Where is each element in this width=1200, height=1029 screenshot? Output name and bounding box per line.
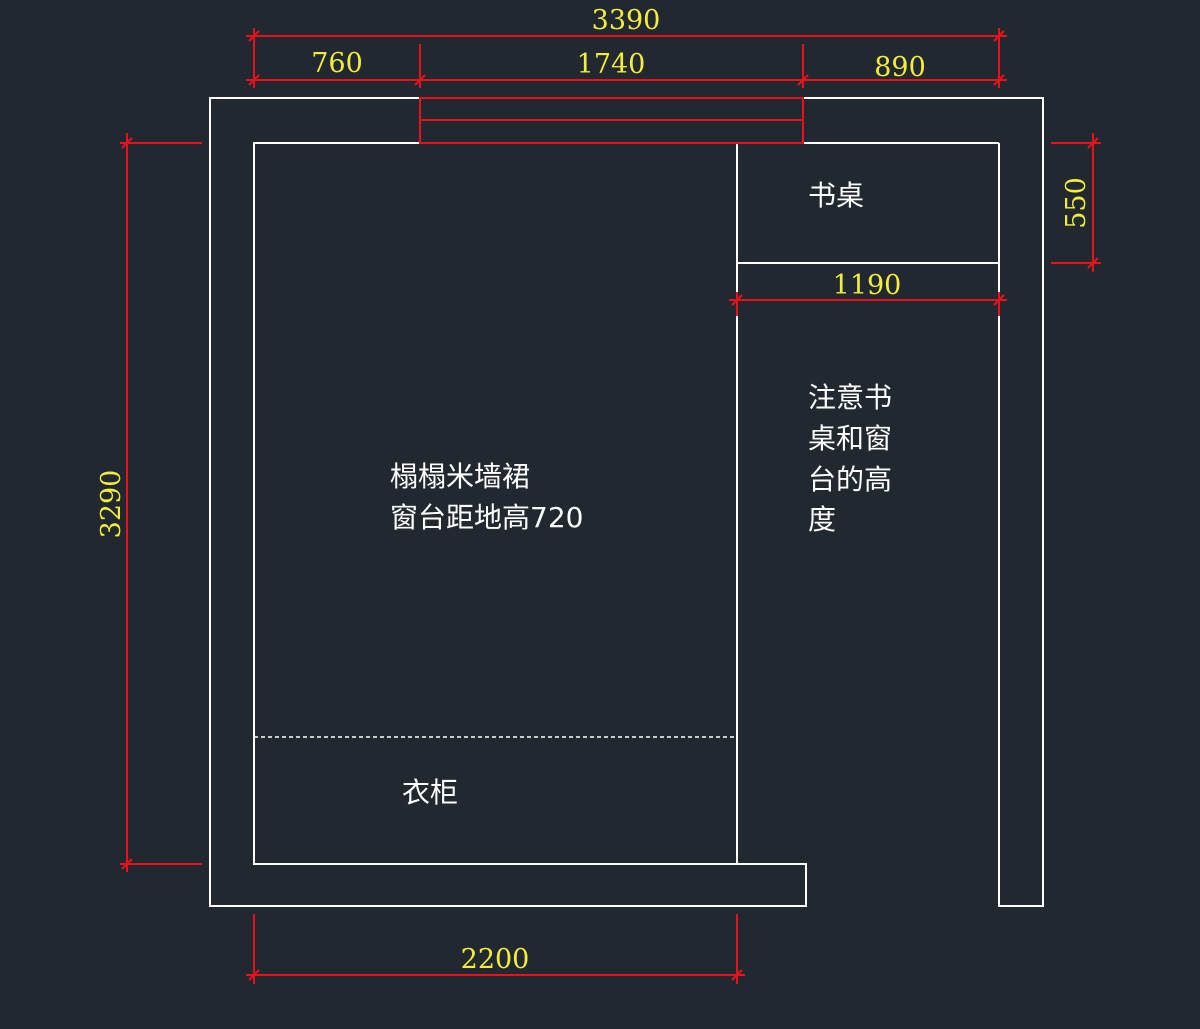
wardrobe-label: 衣柜 (402, 776, 458, 809)
room-labels: 书桌 榻榻米墙裙 窗台距地高720 衣柜 注意书 桌和窗 台的高 度 (390, 179, 892, 809)
dim-label-left-segment: 760 (311, 48, 363, 79)
note-label-line3: 台的高 (808, 463, 892, 496)
tatami-label-line2: 窗台距地高720 (390, 501, 583, 534)
dim-label-window-width: 1740 (577, 49, 646, 80)
dim-total-width (246, 28, 1007, 88)
dim-label-desk-width: 1190 (833, 270, 902, 301)
outer-wall-outline (209, 97, 1044, 907)
dim-label-total-height: 3290 (96, 470, 127, 539)
dim-total-height (120, 133, 202, 872)
note-label-line1: 注意书 (808, 381, 892, 414)
dimension-lines (120, 28, 1101, 984)
dim-desk-depth (1051, 133, 1101, 272)
dim-desk-width (729, 292, 1007, 316)
inner-wall-outline (253, 142, 999, 865)
window (419, 97, 804, 144)
note-label-line2: 桌和窗 (808, 422, 892, 455)
dim-label-right-segment: 890 (874, 52, 926, 83)
note-label-line4: 度 (808, 503, 836, 536)
dim-bottom-width (246, 914, 745, 984)
walls (209, 97, 1044, 907)
dim-label-bottom-width: 2200 (461, 944, 530, 975)
desk-label: 书桌 (808, 179, 864, 212)
dim-segments (246, 44, 1007, 88)
dimension-labels: 3390 760 1740 890 1190 2200 3290 550 (96, 5, 1092, 975)
dim-label-total-width: 3390 (592, 5, 661, 36)
dim-label-desk-depth: 550 (1061, 177, 1092, 229)
tatami-label-line1: 榻榻米墙裙 (390, 460, 530, 493)
